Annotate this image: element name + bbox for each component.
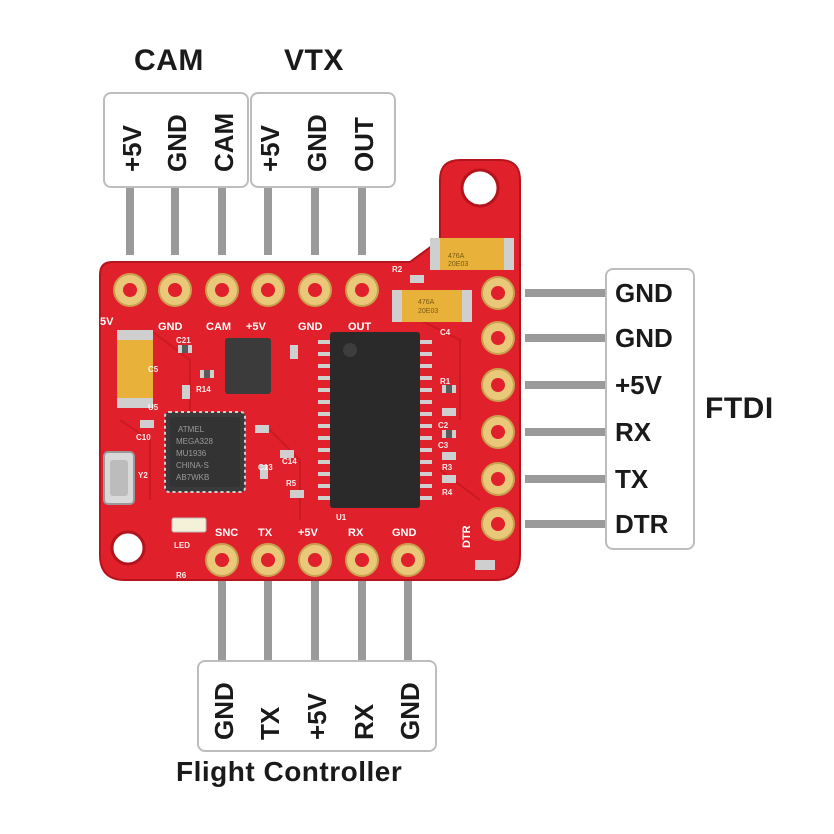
silk-top-3: +5V [246, 321, 267, 333]
mcu-mark-0: ATMEL [178, 425, 205, 434]
cap-mark-0: 476A [448, 253, 465, 260]
status-led [171, 517, 207, 533]
silk-ref-16: R4 [442, 488, 453, 497]
fc-pin-5v: +5V [302, 693, 332, 740]
ftdi-title: FTDI [705, 392, 774, 425]
ftdi-label-box [605, 268, 695, 550]
silk-side-0: DTR [461, 525, 473, 548]
silk-bottom-3: RX [348, 527, 364, 539]
silk-ref-17: LED [174, 541, 190, 550]
silk-ref-9: U1 [336, 513, 347, 522]
cam-pin-gnd: GND [162, 114, 192, 172]
fc-title: Flight Controller [176, 756, 403, 787]
fc-pin-gnd-2: GND [395, 682, 425, 740]
ftdi-pin-rx: RX [615, 417, 652, 447]
top-header-pads [113, 273, 379, 307]
fc-label-box [197, 660, 437, 752]
silk-ref-12: C3 [438, 441, 449, 450]
silk-ref-7: C14 [282, 457, 297, 466]
vtx-pin-out: OUT [349, 117, 379, 172]
silk-bottom-4: GND [392, 527, 417, 539]
silk-bottom-1: TX [258, 527, 273, 539]
right-header-pads [481, 276, 515, 541]
mcu-mark-1: MEGA328 [176, 437, 213, 446]
tantalum-cap-top [430, 238, 514, 270]
cam-pin-cam: CAM [209, 112, 239, 172]
vtx-pin-gnd: GND [302, 114, 332, 172]
cam-title: CAM [134, 44, 204, 77]
silk-ref-10: R1 [440, 377, 451, 386]
silk-ref-18: R6 [176, 571, 187, 580]
silk-top-1: GND [158, 321, 183, 333]
ftdi-pin-gnd-2: GND [615, 323, 673, 353]
silk-top-5: OUT [348, 321, 372, 333]
silk-ref-2: C21 [176, 336, 191, 345]
silk-top-2: CAM [206, 321, 231, 333]
vtx-title: VTX [284, 44, 344, 77]
silk-ref-5: Y2 [138, 471, 148, 480]
cap-mark-3: 20E03 [418, 308, 438, 315]
silk-ref-13: C4 [440, 328, 451, 337]
ftdi-pin-5v: +5V [615, 370, 662, 400]
mcu-chip [164, 411, 246, 493]
silk-top-4: GND [298, 321, 323, 333]
tantalum-cap-left [117, 330, 153, 408]
ftdi-pin-gnd-1: GND [615, 278, 673, 308]
video-ic [318, 332, 432, 508]
silk-top-0: 5V [100, 316, 114, 328]
cap-mark-1: 20E03 [448, 261, 468, 268]
fc-pin-tx: TX [255, 706, 285, 740]
vtx-label-box [250, 92, 396, 188]
bottom-header-pads [205, 543, 425, 577]
silk-bottom-0: SNC [215, 527, 238, 539]
silk-ref-0: C5 [148, 365, 159, 374]
mcu-mark-4: AB7WKB [176, 473, 209, 482]
silk-ref-4: C10 [136, 433, 151, 442]
tantalum-cap-mid [392, 290, 472, 322]
silk-ref-6: C13 [258, 463, 273, 472]
crystal [103, 451, 135, 505]
cam-label-box [103, 92, 249, 188]
ftdi-pin-dtr: DTR [615, 509, 669, 539]
silk-ref-1: U5 [148, 403, 159, 412]
silk-ref-3: R14 [196, 385, 211, 394]
regulator-ic [225, 338, 271, 394]
silk-ref-8: R5 [286, 479, 297, 488]
silk-bottom-2: +5V [298, 527, 319, 539]
mcu-mark-2: MU1936 [176, 449, 207, 458]
mount-hole-top [460, 168, 500, 208]
silk-ref-15: R3 [442, 463, 453, 472]
cap-mark-2: 476A [418, 299, 435, 306]
mcu-mark-3: CHINA-S [176, 461, 209, 470]
ftdi-pin-tx: TX [615, 464, 649, 494]
silk-ref-11: C2 [438, 421, 449, 430]
fc-pin-rx: RX [349, 703, 379, 740]
mount-hole-bottom [110, 530, 146, 566]
fc-pin-gnd-1: GND [209, 682, 239, 740]
silk-ref-14: R2 [392, 265, 403, 274]
cam-pin-5v: +5V [117, 125, 147, 172]
vtx-pin-5v: +5V [255, 125, 285, 172]
